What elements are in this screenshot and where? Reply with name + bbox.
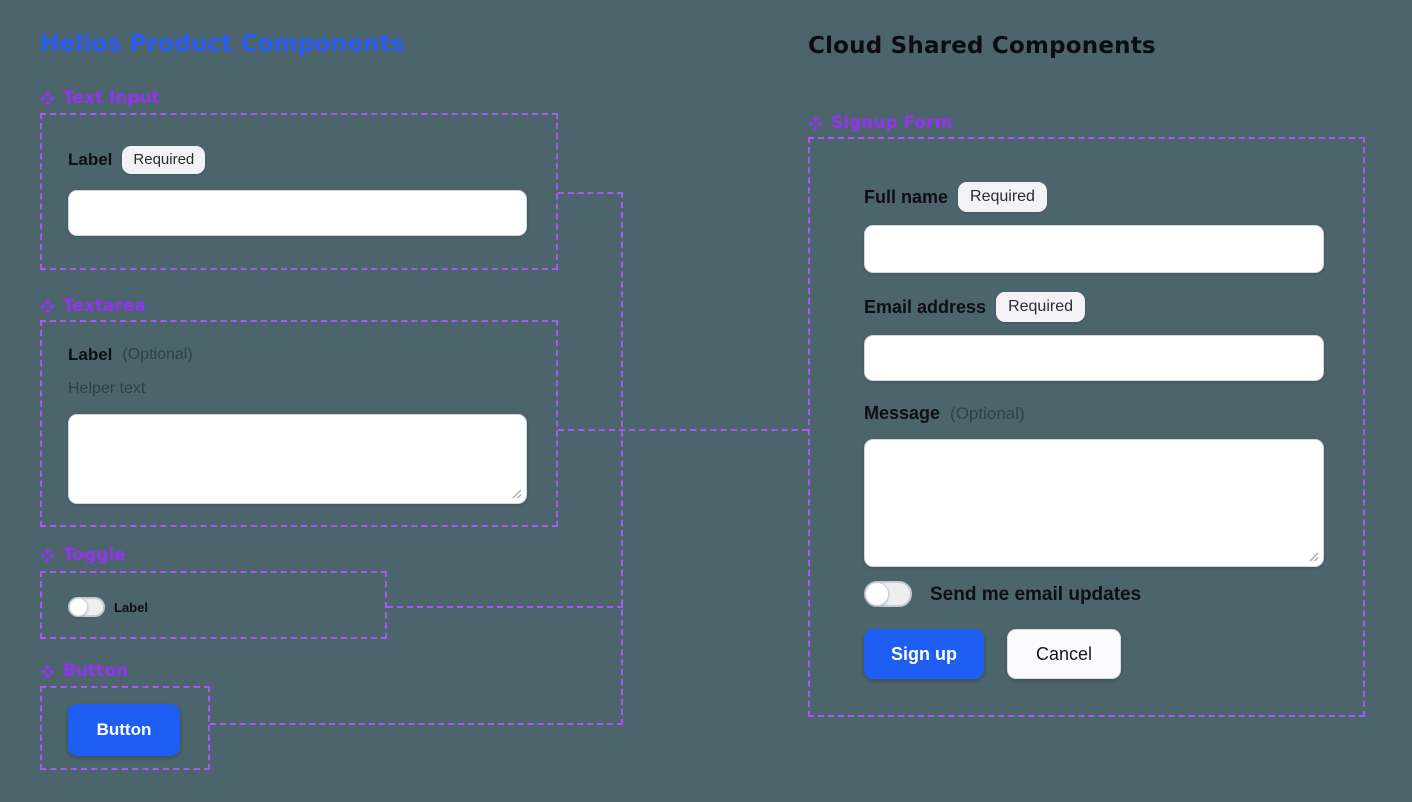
section-header-label: Textarea xyxy=(63,296,146,316)
section-header-toggle: Toggle xyxy=(40,543,126,567)
component-icon xyxy=(40,90,55,106)
section-header-signup-form: Signup Form xyxy=(808,111,952,135)
field-label: Label xyxy=(68,150,113,169)
field-label: Email address xyxy=(864,296,987,317)
textarea-wrapper xyxy=(68,414,527,504)
email-input-wrapper xyxy=(864,335,1324,381)
connector-text-input xyxy=(558,192,623,194)
field-label: Label xyxy=(68,345,113,364)
text-input-label-row: Label Required xyxy=(68,146,206,174)
section-header-button: Button xyxy=(40,659,128,683)
field-label: Full name xyxy=(864,186,949,207)
textarea-label-row: Label (Optional) xyxy=(68,345,193,365)
component-icon xyxy=(808,115,823,131)
toggle-switch[interactable] xyxy=(68,597,105,617)
helper-text: Helper text xyxy=(68,380,146,397)
section-header-label: Text Input xyxy=(63,88,160,108)
field-label: Message xyxy=(864,403,941,423)
full-name-input[interactable] xyxy=(864,225,1324,273)
full-name-label-row: Full name Required xyxy=(864,182,1047,212)
text-input-wrapper xyxy=(68,190,527,236)
component-icon xyxy=(40,547,55,563)
required-badge: Required xyxy=(122,146,206,174)
section-header-textarea: Textarea xyxy=(40,294,146,318)
toggle-label: Label xyxy=(114,600,148,615)
sample-button[interactable]: Button xyxy=(68,704,180,756)
button-component-frame: Button xyxy=(40,686,210,770)
email-input[interactable] xyxy=(864,335,1324,381)
message-textarea-wrapper xyxy=(864,439,1324,567)
text-input-field[interactable] xyxy=(68,190,527,236)
toggle-knob xyxy=(69,597,88,617)
sign-up-button[interactable]: Sign up xyxy=(864,629,984,679)
connector-button xyxy=(210,723,623,725)
connector-textarea-to-form xyxy=(558,429,808,431)
required-badge: Required xyxy=(958,182,1047,212)
optional-hint: (Optional) xyxy=(122,346,193,363)
textarea-component-frame: Label (Optional) Helper text xyxy=(40,320,558,527)
cancel-button[interactable]: Cancel xyxy=(1007,629,1121,679)
component-icon xyxy=(40,663,55,679)
textarea-field[interactable] xyxy=(68,414,527,504)
section-header-label: Toggle xyxy=(63,545,126,565)
toggle-knob xyxy=(865,582,889,606)
left-panel-title: Helios Product Components xyxy=(40,31,405,57)
optional-hint: (Optional) xyxy=(950,403,1025,423)
component-icon xyxy=(40,298,55,314)
toggle-component-frame: Label xyxy=(40,571,387,639)
connector-toggle xyxy=(387,606,623,608)
section-header-label: Signup Form xyxy=(831,113,953,133)
text-input-component-frame: Label Required xyxy=(40,113,558,270)
full-name-input-wrapper xyxy=(864,225,1324,273)
message-label-row: Message (Optional) xyxy=(864,403,1025,424)
required-badge: Required xyxy=(996,292,1085,322)
email-updates-toggle[interactable] xyxy=(864,581,912,607)
signup-form-frame: Full name Required Email address Require… xyxy=(808,137,1365,717)
email-label-row: Email address Required xyxy=(864,292,1085,322)
email-updates-label: Send me email updates xyxy=(930,584,1142,605)
right-panel-title: Cloud Shared Components xyxy=(808,33,1156,59)
section-header-text-input: Text Input xyxy=(40,86,160,110)
message-textarea[interactable] xyxy=(864,439,1324,567)
connector-trunk xyxy=(621,192,623,725)
section-header-label: Button xyxy=(63,661,129,681)
